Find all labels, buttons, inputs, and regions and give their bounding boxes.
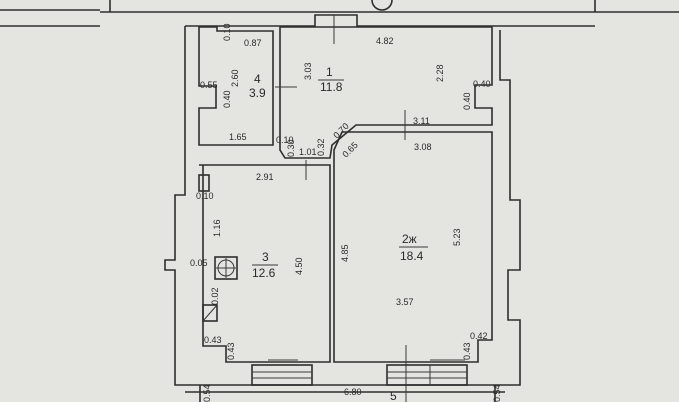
- svg-text:2.91: 2.91: [256, 172, 274, 182]
- svg-text:0.70: 0.70: [331, 121, 350, 140]
- window-room-3: [251, 359, 313, 386]
- svg-text:4.85: 4.85: [340, 244, 350, 262]
- svg-text:0.40: 0.40: [473, 79, 491, 89]
- svg-text:0.32: 0.32: [316, 138, 326, 156]
- room-3-area: 12.6: [252, 266, 276, 280]
- svg-text:3.08: 3.08: [414, 142, 432, 152]
- svg-text:0.55: 0.55: [200, 80, 218, 90]
- room-1-outline: [279, 26, 493, 159]
- room-3-outline: [199, 164, 331, 363]
- room-2-area: 18.4: [400, 249, 424, 263]
- svg-text:3.03: 3.03: [303, 62, 313, 80]
- svg-text:0.43: 0.43: [226, 342, 236, 360]
- svg-text:5: 5: [390, 389, 397, 402]
- room-4-area: 3.9: [249, 86, 266, 100]
- duct-icon: [202, 304, 218, 322]
- svg-text:4.82: 4.82: [376, 36, 394, 46]
- room-2-number: 2ж: [402, 232, 417, 246]
- svg-text:1.65: 1.65: [229, 132, 247, 142]
- vent-icon: [214, 256, 238, 280]
- svg-text:0.42: 0.42: [470, 331, 488, 341]
- svg-text:0.30: 0.30: [286, 139, 296, 157]
- svg-text:0.40: 0.40: [462, 92, 472, 110]
- svg-text:0.40: 0.40: [222, 90, 232, 108]
- room-3-number: 3: [262, 250, 269, 264]
- svg-text:5.23: 5.23: [452, 228, 462, 246]
- svg-text:3.11: 3.11: [413, 116, 430, 126]
- room-1-number: 1: [326, 65, 333, 79]
- room-2-outline: [333, 131, 493, 363]
- svg-text:1.01: 1.01: [299, 147, 317, 157]
- svg-text:0.10: 0.10: [276, 135, 294, 145]
- svg-text:2.28: 2.28: [435, 64, 445, 82]
- window-room-2: [386, 359, 468, 386]
- svg-text:2.60: 2.60: [230, 69, 240, 87]
- svg-text:4.50: 4.50: [294, 257, 304, 275]
- svg-text:0.10: 0.10: [196, 191, 214, 201]
- svg-text:0.87: 0.87: [244, 38, 262, 48]
- svg-text:0.65: 0.65: [340, 140, 359, 159]
- dimension-labels: 0.87 2.60 0.55 0.40 1.65 0.10 4.82 3.03 …: [190, 23, 502, 402]
- svg-text:1.16: 1.16: [212, 219, 222, 237]
- svg-text:0.43: 0.43: [204, 335, 222, 345]
- svg-text:0.05: 0.05: [190, 258, 208, 268]
- svg-text:3.57: 3.57: [396, 297, 414, 307]
- svg-text:0.10: 0.10: [222, 23, 232, 41]
- svg-text:0.02: 0.02: [210, 287, 220, 305]
- svg-text:0.43: 0.43: [462, 342, 472, 360]
- room-4-number: 4: [254, 72, 261, 86]
- svg-text:0.54: 0.54: [202, 384, 212, 402]
- svg-text:0.54: 0.54: [492, 384, 502, 402]
- room-4-outline: [198, 26, 274, 146]
- svg-text:6.80: 6.80: [344, 387, 362, 397]
- room-1-area: 11.8: [320, 80, 343, 94]
